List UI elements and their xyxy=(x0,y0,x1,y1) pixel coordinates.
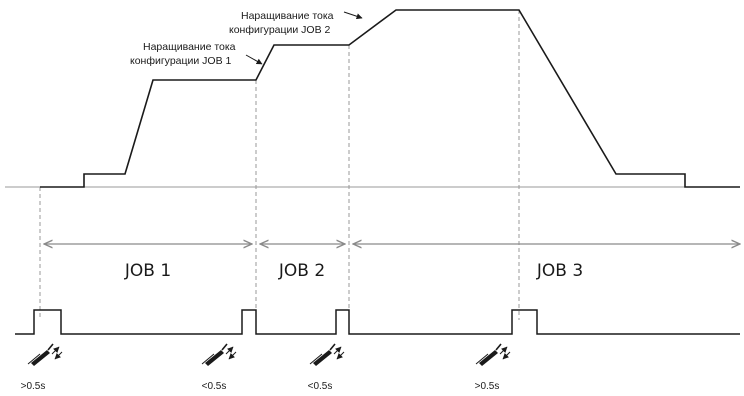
ramp-job2-annotation: Наращивание тока конфигурации JOB 2 xyxy=(229,10,334,36)
welding-torch-icon xyxy=(310,344,344,366)
welding-torch-icon xyxy=(202,344,236,366)
job1-label: JOB 1 xyxy=(124,261,171,281)
dashed-guides xyxy=(39,10,520,320)
ramp-job1-line1: Наращивание тока xyxy=(143,41,236,53)
welding-torch-icon xyxy=(476,344,510,366)
trigger-timing-1: >0.5s xyxy=(21,381,46,392)
ramp-job1-line2: конфигурации JOB 1 xyxy=(130,55,231,67)
welding-torch-icon xyxy=(28,344,62,366)
trigger-timing-4: >0.5s xyxy=(475,381,500,392)
ramp-job1-annotation: Наращивание тока конфигурации JOB 1 xyxy=(130,41,236,67)
trigger-timing-2: <0.5s xyxy=(202,381,227,392)
ramp-job2-line1: Наращивание тока xyxy=(241,10,334,22)
job2-label: JOB 2 xyxy=(278,261,325,281)
ramp-job2-leader xyxy=(343,11,363,20)
current-profile-line xyxy=(40,9,740,188)
trigger-timing-3: <0.5s xyxy=(308,381,333,392)
job3-label: JOB 3 xyxy=(536,261,583,281)
trigger-pulse-line xyxy=(15,309,740,335)
ramp-job2-line2: конфигурации JOB 2 xyxy=(229,24,330,36)
ramp-job1-leader xyxy=(245,54,263,65)
